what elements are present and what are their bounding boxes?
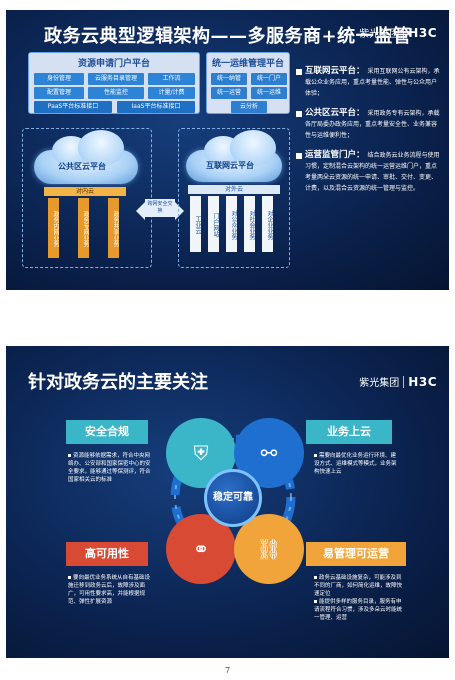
pillar-public: 对公众业务 xyxy=(226,196,237,252)
security-desc: 资源能够依据需求，符合中央网络办、公安部和国家保密中心的安全要求，能够通过等保测… xyxy=(68,453,151,483)
chip-catalog: 云服务目录管理 xyxy=(88,73,144,85)
bullet-internet: 互联网云平台：采用互联网公有云架构，承载公众业务应用，重点考量性能、弹性与公众用… xyxy=(296,66,442,99)
bullet-title: 互联网云平台： xyxy=(305,66,365,76)
right-arrow-icon xyxy=(175,202,184,220)
bullet-body: 采用互联网公有云架构，承载公众业务应用，重点考量性能、弹性与公众用户体验； xyxy=(305,68,440,97)
square-bullet-icon xyxy=(296,153,302,159)
brand-divider xyxy=(403,26,405,39)
slide-title: 针对政务云的主要关注 xyxy=(28,372,208,393)
chain-break-icon: ⛓ xyxy=(256,537,282,561)
brand-divider xyxy=(403,375,405,388)
petal-manage: ⛓ xyxy=(234,514,304,584)
bullet-operations: 运营监管门户：结合政务云业务流程与使用习惯，定制混合云架构的统一运营运维门户，重… xyxy=(296,150,442,194)
unisplendour-logo-icon: 紫光集团 xyxy=(359,378,400,389)
chip-iaas-api: IaaS平台标准接口 xyxy=(117,101,195,113)
internet-region-box xyxy=(178,128,290,268)
manageable-desc-1: 政务云基础设施复杂，可能涉及到不同的厂商，如何简化运维，故障快速定位 xyxy=(314,575,403,597)
pillar-industry: 工业云 xyxy=(190,196,201,252)
unisplendour-logo-icon: 紫光集团 xyxy=(359,29,400,40)
bullet-public: 公共区云平台：采用政务专有云架构，承载各厅局委办政务应用，重点考量安全性、业务兼… xyxy=(296,108,442,141)
shield-icon: ⛨ xyxy=(193,441,209,465)
link-icon: ⚯ xyxy=(260,441,278,465)
chip-config: 配置管理 xyxy=(34,87,84,99)
internet-cloud-label: 互联网云平台 xyxy=(206,161,254,170)
bullet-dot-icon xyxy=(314,454,317,457)
chain-icon: ⚭ xyxy=(192,537,210,561)
label-security: 安全合规 xyxy=(66,420,148,444)
public-cloud-icon xyxy=(34,130,138,184)
internal-cloud-beam: 对内云 xyxy=(44,187,126,196)
public-cloud-label: 公共区云平台 xyxy=(58,162,106,171)
left-arrow-icon xyxy=(136,202,145,220)
h3c-logo: H3C xyxy=(408,25,437,40)
pillar-portal: 门户网站 xyxy=(208,196,219,252)
label-manageable: 易管理可运营 xyxy=(306,542,406,566)
chip-identity: 身份管理 xyxy=(34,73,84,85)
brand-logo: 紫光集团 H3C xyxy=(359,25,437,41)
chip-paas-api: PaaS平台标准接口 xyxy=(34,101,112,113)
availability-desc: 要向最优业务系统从自有基础设施迁移到政务云后，故障涉及面广，可用性要求高，并能根… xyxy=(68,575,151,605)
chip-operate: 统一运营 xyxy=(211,87,247,99)
pillar-society: 对社会业务 xyxy=(244,196,255,252)
square-bullet-icon xyxy=(296,69,302,75)
label-business: 业务上云 xyxy=(306,420,392,444)
chip-manage: 统一纳管 xyxy=(211,73,247,85)
page-number: 7 xyxy=(224,666,231,675)
chip-portal: 统一门户 xyxy=(251,73,287,85)
bullet-dot-icon xyxy=(68,576,71,579)
pillar-shared: 政务共享业务 xyxy=(108,198,119,258)
pillar-private-net: 政务专网业务 xyxy=(78,198,89,258)
manageable-desc-2: 能提供多样的服务目录，服务有申请流程符合习惯，涉及多朵云时能统一管理、运营 xyxy=(314,599,403,621)
bullet-title: 公共区云平台： xyxy=(305,108,365,118)
bullet-dot-icon xyxy=(68,454,71,457)
chip-maintain: 统一运维 xyxy=(251,87,287,99)
pillar-intranet: 政务内网业务 xyxy=(48,198,59,258)
chip-billing: 计量/计费 xyxy=(148,87,195,99)
internet-cloud-icon xyxy=(186,130,282,182)
text-availability: 要向最优业务系统从自有基础设施迁移到政务云后，故障涉及面广，可用性要求高，并能根… xyxy=(68,574,152,606)
gateway-label: 跨网安全交换 xyxy=(145,199,175,217)
text-manageable: 政务云基础设施复杂，可能涉及到不同的厂商，如何简化运维，故障快速定位 能提供多样… xyxy=(314,574,404,622)
business-desc: 需要向最优化业务运行环境、建设方式、运维模式等模式，业务架构快速上云 xyxy=(314,453,397,475)
chip-analysis: 云分析 xyxy=(231,101,267,113)
external-cloud-beam: 对外云 xyxy=(188,185,280,194)
slide-concerns: 针对政务云的主要关注 紫光集团 H3C ⛨ ⚯ ⚭ ⛓ 稳定可靠 安全合规 业务… xyxy=(6,346,449,658)
portal-panel: 资源申请门户平台 身份管理 云服务目录管理 工作流 配置管理 性能监控 计量/计… xyxy=(28,52,200,114)
center-stable: 稳定可靠 xyxy=(204,469,262,527)
bullet-dot-icon xyxy=(314,576,317,579)
square-bullet-icon xyxy=(296,111,302,117)
ops-panel: 统一运维管理平台 统一纳管 统一门户 统一运营 统一运维 云分析 xyxy=(206,52,290,114)
h3c-logo: H3C xyxy=(408,374,437,389)
label-availability: 高可用性 xyxy=(66,542,148,566)
bullet-list: 互联网云平台：采用互联网公有云架构，承载公众业务应用，重点考量性能、弹性与公众用… xyxy=(296,66,442,203)
text-security: 资源能够依据需求，符合中央网络办、公安部和国家保密中心的安全要求，能够通过等保测… xyxy=(68,452,152,484)
brand-logo: 紫光集团 H3C xyxy=(359,374,437,390)
bullet-body: 采用政务专有云架构，承载各厅局委办政务应用，重点考量安全性、业务兼容性与运维便利… xyxy=(305,110,440,139)
bullet-dot-icon xyxy=(314,600,317,603)
chip-workflow: 工作流 xyxy=(148,73,195,85)
bullet-title: 运营监管门户： xyxy=(305,150,365,160)
slide-architecture: 政务云典型逻辑架构——多服务商+统一监管 紫光集团 H3C 资源申请门户平台 身… xyxy=(6,10,449,290)
text-business: 需要向最优化业务运行环境、建设方式、运维模式等模式，业务架构快速上云 xyxy=(314,452,398,476)
bullet-body: 结合政务云业务流程与使用习惯，定制混合云架构的统一运营运维门户，重点考量两朵云资… xyxy=(305,152,440,192)
ops-panel-title: 统一运维管理平台 xyxy=(211,59,284,69)
pillar-enterprise: 对企业业务 xyxy=(262,196,273,252)
public-region-box xyxy=(22,128,152,268)
chip-performance: 性能监控 xyxy=(88,87,144,99)
slide-title: 政务云典型逻辑架构——多服务商+统一监管 xyxy=(44,26,412,47)
portal-panel-title: 资源申请门户平台 xyxy=(77,59,150,69)
